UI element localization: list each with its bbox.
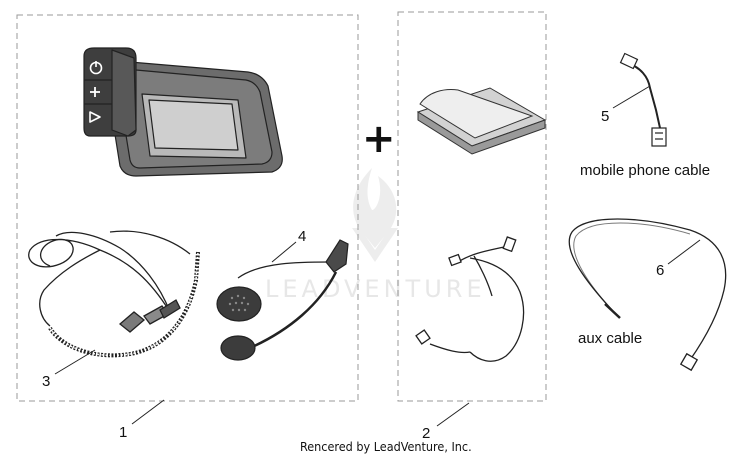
callout-1: 1: [119, 424, 127, 441]
mobile-phone-cable: [619, 52, 667, 147]
group-box-kit-2: [397, 11, 547, 402]
power-icon: [89, 61, 103, 75]
play-icon: [89, 111, 101, 123]
watermark: LEADVENTURE: [265, 168, 486, 303]
callout-4: 4: [298, 228, 306, 245]
watermark-text: LEADVENTURE: [265, 275, 486, 303]
coiled-cable: [28, 230, 200, 358]
callout-3: 3: [42, 373, 50, 390]
communication-unit: [83, 47, 283, 177]
aux-cable: [568, 218, 727, 372]
group-box-kit-1: [16, 14, 359, 402]
adhesive-pad: [416, 87, 547, 155]
callout-2: 2: [422, 425, 430, 442]
speaker-microphone: [216, 239, 349, 361]
caption-mobile-phone-cable: mobile phone cable: [580, 162, 710, 179]
plus-sign: +: [362, 116, 396, 162]
footer-credit: Rencered by LeadVenture, Inc.: [300, 439, 472, 454]
caption-aux-cable: aux cable: [578, 330, 642, 347]
plus-icon: [90, 87, 100, 97]
leader-lines: [54, 85, 701, 427]
callout-6: 6: [656, 262, 664, 279]
callout-5: 5: [601, 108, 609, 125]
wiring-harness: [415, 236, 525, 362]
